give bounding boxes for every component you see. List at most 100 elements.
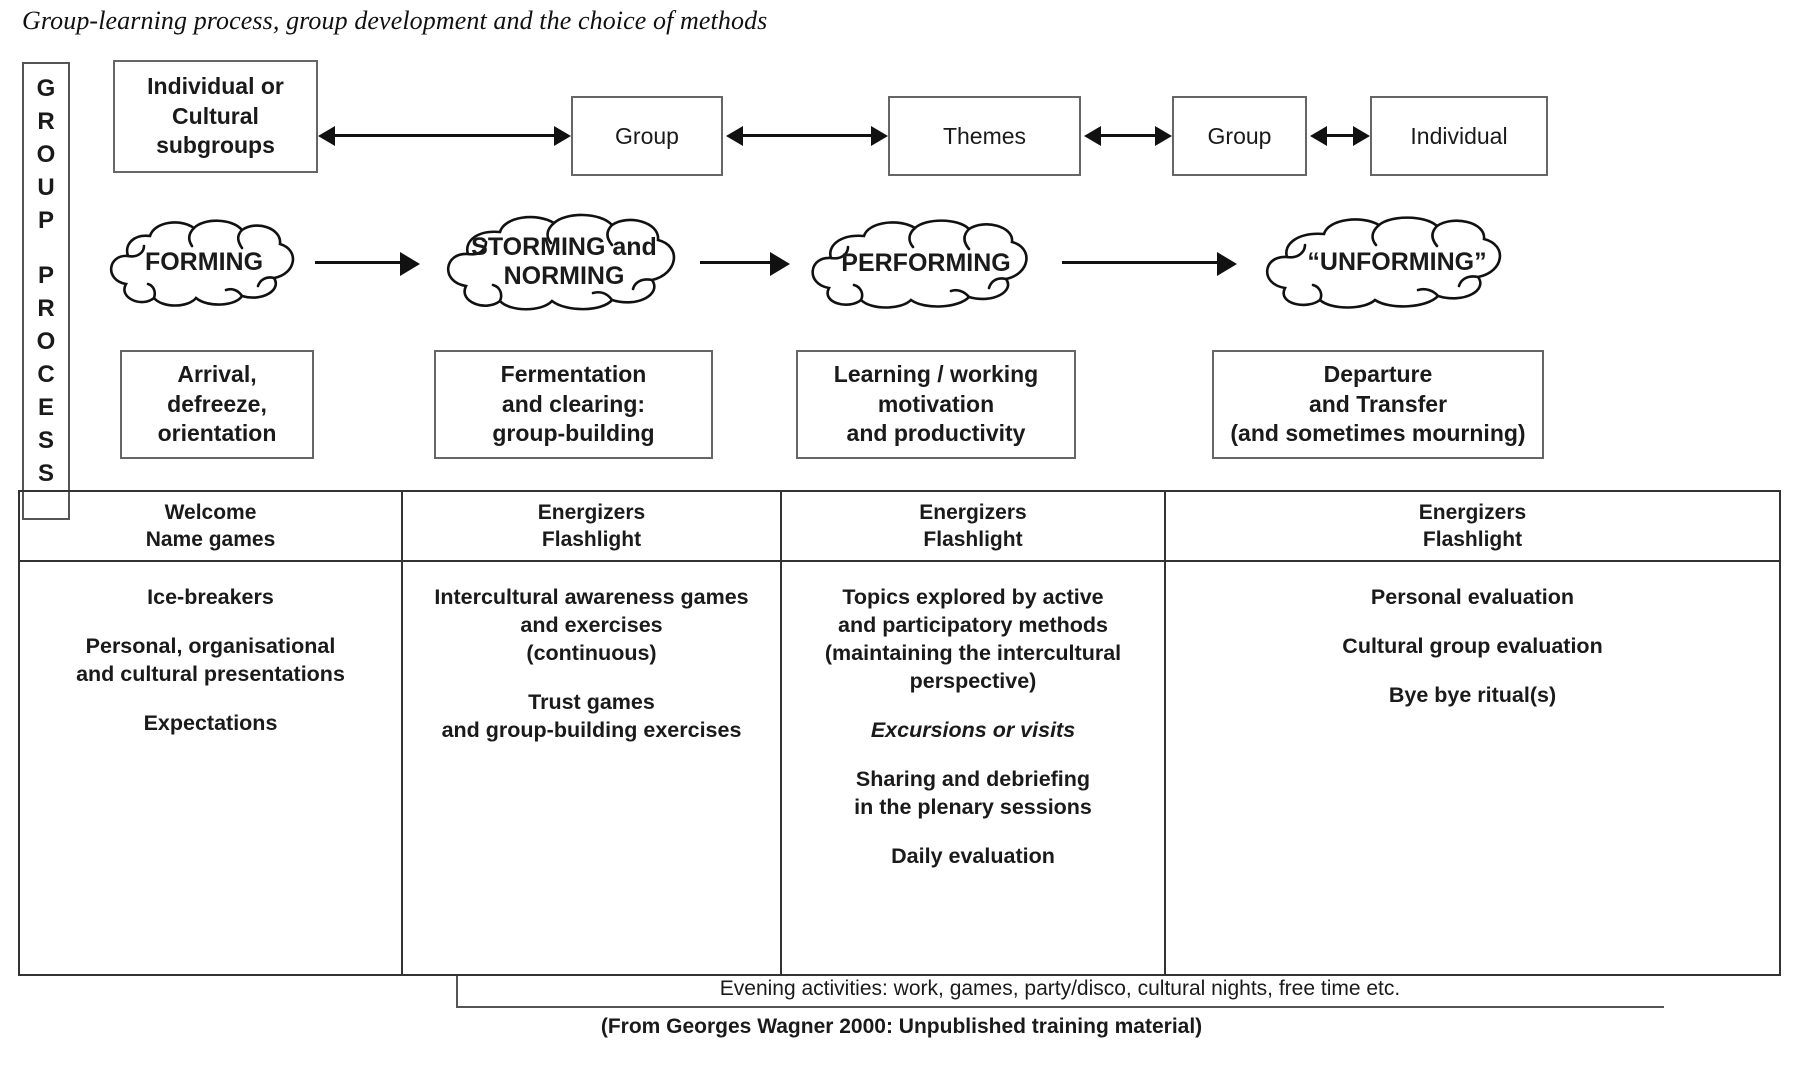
- box-line: and productivity: [846, 420, 1026, 447]
- table-body-row: Ice-breakers Personal, organisational an…: [20, 562, 1779, 974]
- arrow-head-right: [1353, 126, 1370, 146]
- box-line: Group: [615, 122, 679, 149]
- box-line: Themes: [942, 122, 1027, 149]
- box-line: Cultural: [172, 102, 259, 129]
- arrow-line: [743, 134, 871, 137]
- box-line: Fermentation: [500, 360, 647, 387]
- arrow-line: [1062, 261, 1217, 264]
- box-line: and clearing:: [501, 390, 646, 417]
- arrow-head-left: [726, 126, 743, 146]
- header-line: Flashlight: [923, 528, 1023, 551]
- item-line: Ice-breakers: [147, 585, 274, 609]
- box-individual-or-cultural-subgroups: Individual or Cultural subgroups: [113, 60, 318, 173]
- list-item: Trust games and group-building exercises: [442, 689, 742, 745]
- table-body-cell-2: Intercultural awareness games and exerci…: [401, 562, 780, 974]
- header-line: Name games: [145, 528, 276, 551]
- table-body-cell-4: Personal evaluation Cultural group evalu…: [1164, 562, 1779, 974]
- header-line: Flashlight: [1422, 528, 1523, 551]
- box-line: subgroups: [156, 132, 275, 159]
- table-body-cell-3: Topics explored by active and participat…: [780, 562, 1164, 974]
- gp-letter: U: [37, 174, 55, 201]
- arrow-line: [1101, 134, 1155, 137]
- cloud-performing: PERFORMING: [795, 218, 1057, 310]
- gp-letter: G: [36, 75, 56, 102]
- cloud-unforming: “UNFORMING”: [1247, 215, 1547, 310]
- gp-letter: R: [37, 108, 55, 135]
- box-line: Departure: [1323, 360, 1433, 387]
- item-line: and exercises: [520, 612, 663, 637]
- item-line: Personal, organisational: [85, 633, 336, 658]
- arrow-line: [315, 261, 400, 264]
- gp-letter: R: [37, 295, 55, 322]
- item-line: Personal evaluation: [1370, 585, 1575, 609]
- box-line: defreeze,: [167, 390, 267, 417]
- item-line: Bye bye ritual(s): [1388, 682, 1557, 707]
- list-item: Personal, organisational and cultural pr…: [76, 633, 345, 689]
- gp-letter: P: [37, 207, 54, 234]
- table-header-row: Welcome Name games Energizers Flashlight…: [20, 492, 1779, 562]
- item-line: Sharing and debriefing: [855, 766, 1091, 791]
- table-header-cell-3: Energizers Flashlight: [780, 492, 1164, 560]
- list-item: Daily evaluation: [891, 843, 1055, 871]
- arrow-line: [1327, 134, 1353, 137]
- box-line: Learning / working: [833, 360, 1039, 387]
- list-item: Sharing and debriefing in the plenary se…: [854, 766, 1092, 822]
- header-line: Energizers: [537, 500, 646, 524]
- item-line: and participatory methods: [838, 612, 1108, 637]
- item-line: Topics explored by active: [842, 585, 1104, 609]
- evening-activities-text: Evening activities: work, games, party/d…: [719, 977, 1401, 1000]
- box-group-1: Group: [571, 96, 723, 176]
- item-line: Excursions or visits: [870, 717, 1076, 742]
- box-line: and Transfer: [1308, 390, 1448, 417]
- table-body-cell-1: Ice-breakers Personal, organisational an…: [20, 562, 401, 974]
- arrow-head-left: [1084, 126, 1101, 146]
- list-item: Bye bye ritual(s): [1389, 682, 1556, 710]
- page-title: Group-learning process, group developmen…: [22, 6, 768, 35]
- arrow-head-right: [770, 252, 790, 276]
- item-line: Expectations: [143, 710, 278, 735]
- evening-activities-bracket: [456, 976, 1664, 1008]
- item-line: perspective): [909, 668, 1037, 693]
- item-line: Trust games: [528, 689, 655, 714]
- box-themes: Themes: [888, 96, 1081, 176]
- table-header-cell-4: Energizers Flashlight: [1164, 492, 1779, 560]
- list-item: Personal evaluation: [1371, 584, 1574, 612]
- arrow-line: [335, 134, 554, 137]
- cloud-forming: FORMING: [96, 218, 312, 308]
- box-line: motivation: [877, 390, 995, 417]
- list-item: Topics explored by active and participat…: [825, 584, 1121, 696]
- gp-letter: E: [37, 394, 54, 421]
- box-line: Group: [1207, 122, 1272, 149]
- item-line: (maintaining the intercultural: [824, 640, 1122, 665]
- box-learning-working: Learning / working motivation and produc…: [796, 350, 1076, 459]
- arrow-head-right: [871, 126, 888, 146]
- arrow-head-right: [1217, 252, 1237, 276]
- gp-letter: S: [37, 427, 54, 454]
- item-line: Cultural group evaluation: [1342, 633, 1603, 658]
- box-arrival: Arrival, defreeze, orientation: [120, 350, 314, 459]
- gp-letter: P: [37, 262, 54, 289]
- list-item: Intercultural awareness games and exerci…: [434, 584, 748, 668]
- table-header-cell-1: Welcome Name games: [20, 492, 401, 560]
- arrow-head-right: [554, 126, 571, 146]
- item-line: in the plenary sessions: [854, 794, 1092, 819]
- arrow-head-right: [400, 252, 420, 276]
- source-credit: (From Georges Wagner 2000: Unpublished t…: [600, 1015, 1203, 1038]
- header-line: Flashlight: [541, 528, 642, 551]
- arrow-head-left: [318, 126, 335, 146]
- item-line: Daily evaluation: [891, 843, 1055, 868]
- item-line: and cultural presentations: [76, 661, 345, 686]
- methods-table: Welcome Name games Energizers Flashlight…: [18, 490, 1781, 976]
- list-item: Cultural group evaluation: [1342, 633, 1602, 661]
- header-line: Welcome: [164, 500, 257, 524]
- gp-letter: O: [36, 141, 56, 168]
- gp-letter: S: [37, 460, 54, 487]
- box-line: orientation: [157, 420, 277, 447]
- box-line: Individual or: [147, 72, 284, 99]
- item-line: and group-building exercises: [441, 717, 742, 742]
- header-line: Energizers: [919, 500, 1027, 524]
- list-item: Ice-breakers: [147, 584, 274, 612]
- gp-letter: O: [36, 328, 56, 355]
- arrow-head-right: [1155, 126, 1172, 146]
- box-fermentation: Fermentation and clearing: group-buildin…: [434, 350, 713, 459]
